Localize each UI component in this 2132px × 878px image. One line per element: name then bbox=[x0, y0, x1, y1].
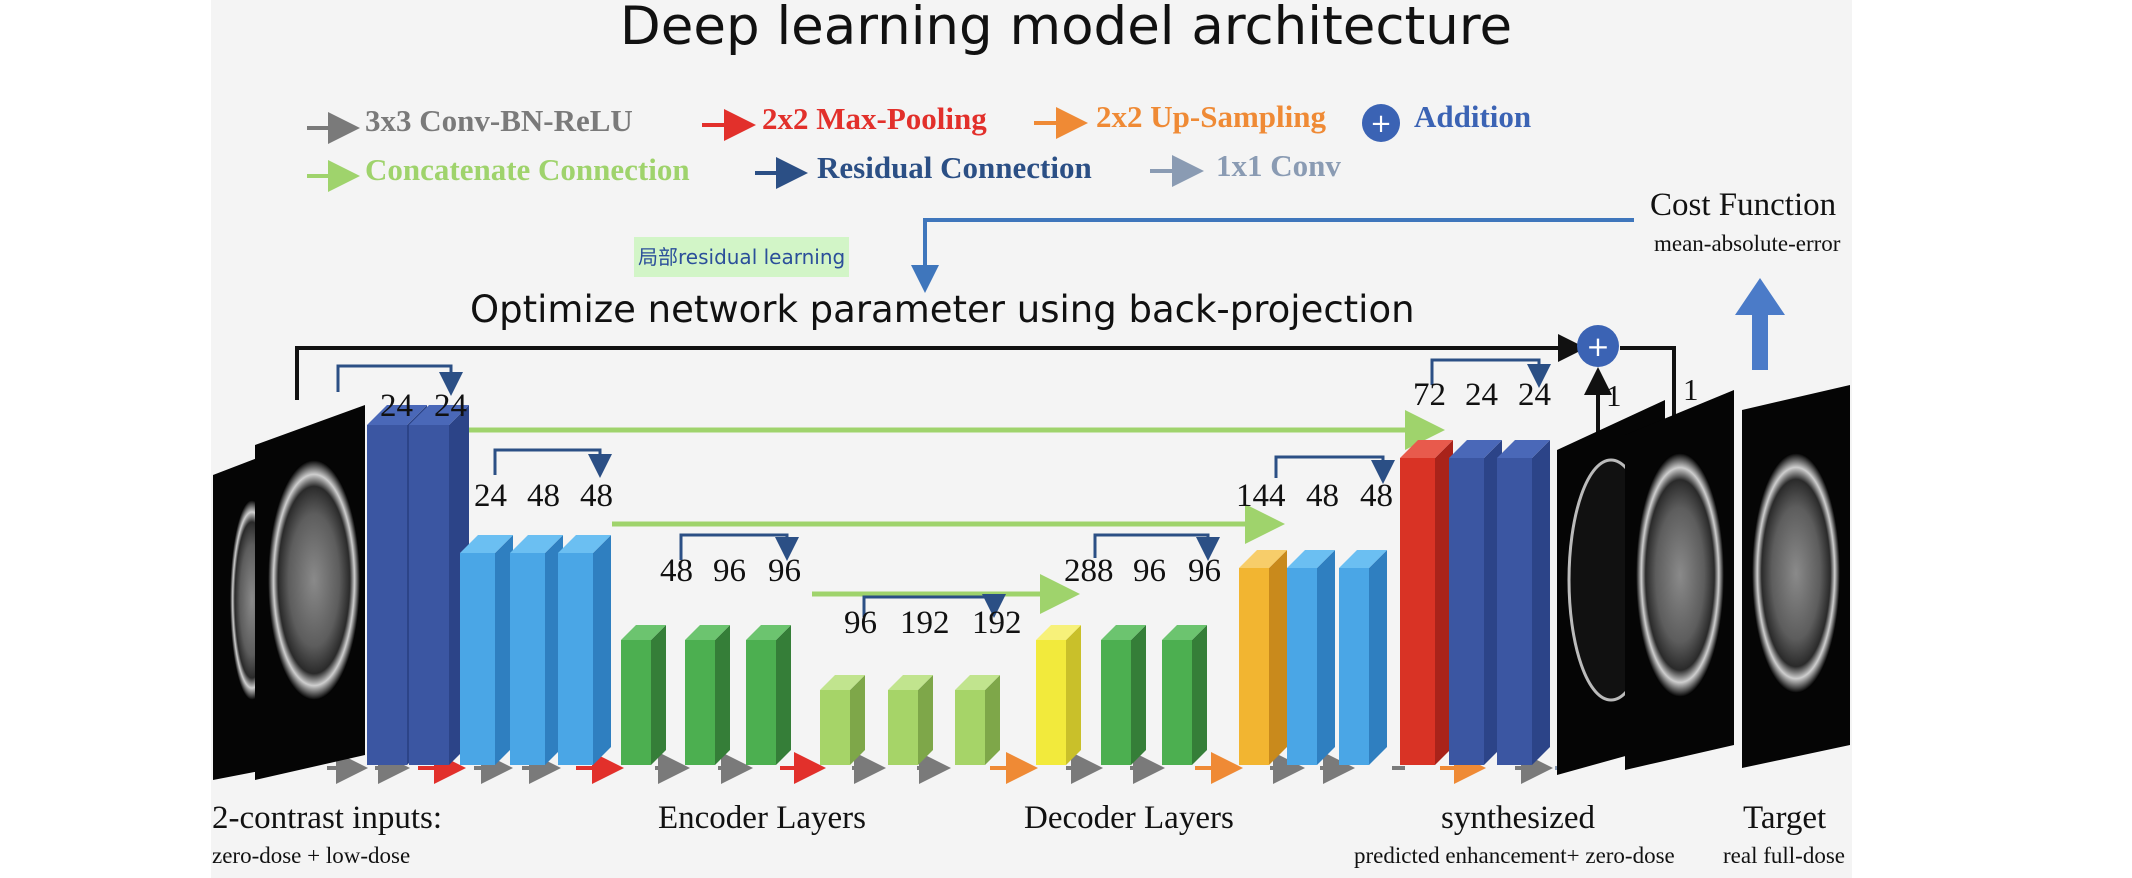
legend-concatenate: Concatenate Connection bbox=[365, 152, 690, 187]
target-subcaption: real full-dose bbox=[1723, 843, 1845, 868]
channel-label: 144 bbox=[1236, 478, 1286, 514]
legend-addition-symbol: + bbox=[1370, 109, 1392, 139]
feature-block bbox=[1287, 550, 1335, 765]
synthesized-subcaption: predicted enhancement+ zero-dose bbox=[1354, 843, 1675, 868]
feature-block bbox=[621, 625, 666, 765]
feature-block bbox=[409, 405, 469, 765]
channel-label: 1 bbox=[1683, 372, 1699, 407]
addition-output-line bbox=[1620, 346, 1676, 420]
feature-block bbox=[1036, 625, 1081, 765]
channel-label: 48 bbox=[527, 478, 560, 514]
local-residual-note: 局部residual learning bbox=[634, 237, 850, 277]
feature-block bbox=[510, 535, 563, 765]
legend-arrows bbox=[307, 107, 1204, 192]
legend-residual: Residual Connection bbox=[817, 150, 1092, 185]
channel-label: 96 bbox=[844, 605, 877, 641]
feature-block bbox=[1239, 550, 1287, 765]
target-caption: Target bbox=[1743, 800, 1827, 836]
legend-addition: Addition bbox=[1414, 99, 1532, 134]
optimize-caption: Optimize network parameter using back-pr… bbox=[470, 288, 1415, 331]
channel-label: 24 bbox=[1465, 377, 1498, 413]
channel-label: 288 bbox=[1064, 553, 1114, 589]
feature-block bbox=[955, 675, 1000, 765]
feature-block bbox=[888, 675, 933, 765]
cost-function-title: Cost Function bbox=[1650, 187, 1837, 223]
channel-label: 24 bbox=[434, 388, 467, 424]
channel-label: 24 bbox=[380, 388, 413, 424]
feature-block bbox=[1497, 440, 1550, 765]
diagram-title: Deep learning model architecture bbox=[619, 0, 1513, 57]
feature-block bbox=[1162, 625, 1207, 765]
inputs-caption: 2-contrast inputs: bbox=[212, 800, 443, 836]
channel-label: 48 bbox=[1360, 478, 1393, 514]
feature-block bbox=[460, 535, 513, 765]
channel-label: 1 bbox=[1606, 378, 1622, 413]
cost-function-subtitle: mean-absolute-error bbox=[1654, 231, 1841, 256]
addition-node bbox=[1577, 325, 1619, 367]
channel-label: 72 bbox=[1413, 377, 1446, 413]
decoder-caption: Decoder Layers bbox=[1024, 800, 1234, 836]
synthesized-images bbox=[1557, 390, 1734, 775]
legend-upsampling: 2x2 Up-Sampling bbox=[1096, 99, 1326, 134]
channel-label: 24 bbox=[1518, 377, 1551, 413]
channel-label: 96 bbox=[713, 553, 746, 589]
addition-node-symbol: + bbox=[1586, 330, 1609, 363]
feature-block bbox=[1449, 440, 1502, 765]
legend-1x1conv: 1x1 Conv bbox=[1216, 148, 1341, 183]
channel-label: 48 bbox=[1306, 478, 1339, 514]
encoder-caption: Encoder Layers bbox=[658, 800, 866, 836]
legend-conv: 3x3 Conv-BN-ReLU bbox=[365, 103, 633, 138]
feature-block bbox=[1339, 550, 1387, 765]
input-images bbox=[213, 405, 365, 780]
channel-label: 96 bbox=[768, 553, 801, 589]
channel-label: 192 bbox=[972, 605, 1022, 641]
channel-label: 48 bbox=[580, 478, 613, 514]
channel-label: 24 bbox=[474, 478, 507, 514]
legend-maxpool: 2x2 Max-Pooling bbox=[762, 101, 987, 136]
feature-blocks bbox=[367, 405, 1550, 765]
channel-label: 48 bbox=[660, 553, 693, 589]
channel-label: 192 bbox=[900, 605, 950, 641]
global-residual-line bbox=[295, 334, 1586, 400]
channel-label: 96 bbox=[1188, 553, 1221, 589]
feature-block bbox=[746, 625, 791, 765]
concatenate-connections bbox=[465, 410, 1445, 614]
up-arrow-icon bbox=[1735, 278, 1785, 370]
synthesized-caption: synthesized bbox=[1441, 800, 1595, 836]
target-image bbox=[1742, 385, 1850, 768]
feature-block bbox=[820, 675, 865, 765]
inputs-subcaption: zero-dose + low-dose bbox=[212, 843, 411, 868]
legend-addition-icon bbox=[1362, 104, 1400, 142]
feature-block bbox=[1400, 440, 1453, 765]
feature-block bbox=[685, 625, 730, 765]
feature-block bbox=[1101, 625, 1146, 765]
feature-block bbox=[558, 535, 611, 765]
back-projection-arrow bbox=[911, 218, 1634, 293]
channel-label: 96 bbox=[1133, 553, 1166, 589]
residual-connections bbox=[336, 358, 1551, 618]
